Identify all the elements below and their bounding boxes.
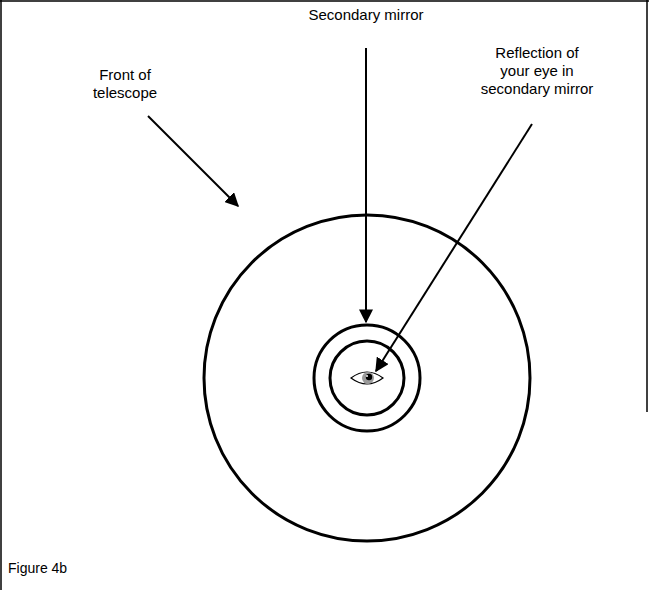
callout-label: Reflection of your eye in secondary mirr… (480, 44, 594, 98)
leader-arrows (148, 48, 532, 371)
secondary-mirror (314, 325, 420, 431)
figure-caption: Figure 4b (8, 560, 67, 577)
callout-label: Front of telescope (70, 66, 180, 102)
leader-arrow (148, 116, 238, 206)
eye-reflection (351, 372, 383, 384)
leader-arrow (365, 48, 367, 322)
mirror-inner-ring (330, 341, 404, 415)
callout-label: Secondary mirror (296, 6, 436, 24)
leader-arrow (376, 124, 532, 371)
